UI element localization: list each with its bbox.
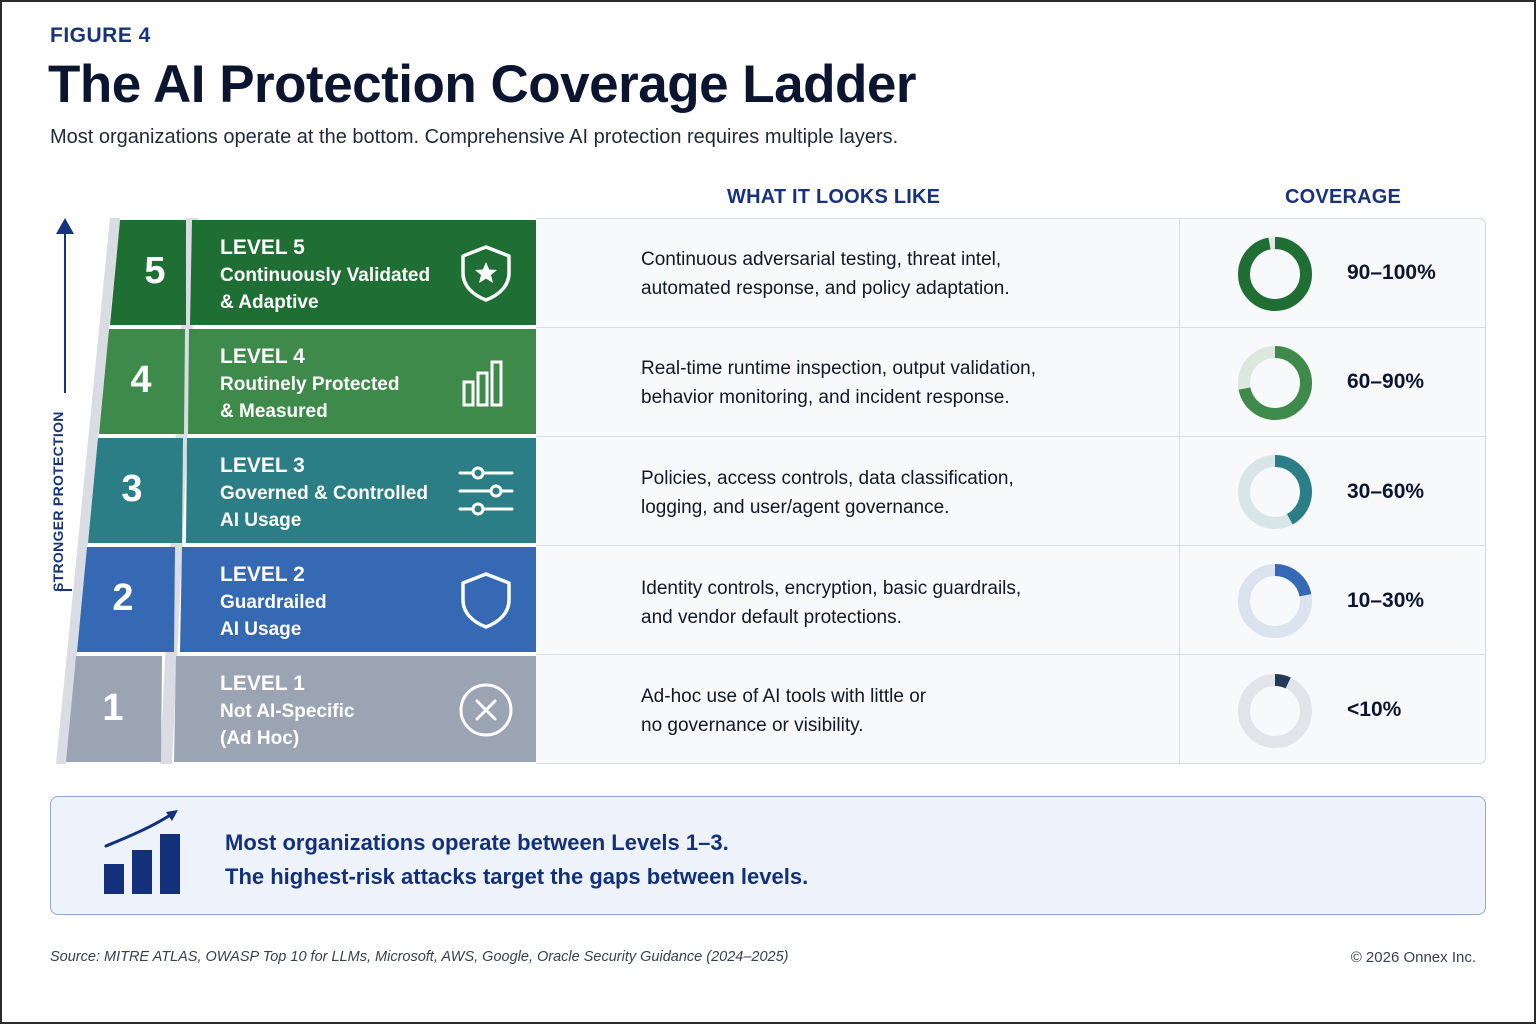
row-divider bbox=[536, 327, 1486, 328]
level-4-coverage-donut bbox=[1238, 346, 1312, 420]
donut-fill bbox=[1238, 346, 1312, 420]
level-2-desc-line2: and vendor default protections. bbox=[641, 606, 902, 628]
star-shield-icon bbox=[461, 245, 511, 302]
level-4-coverage: 60–90% bbox=[1347, 370, 1425, 393]
level-5-label: LEVEL 5 Continuously Validated & Adaptiv… bbox=[220, 234, 430, 316]
donut-fill bbox=[1238, 564, 1312, 638]
description-table bbox=[536, 218, 1486, 764]
level-4-id: LEVEL 4 bbox=[220, 345, 305, 368]
level-5-description: Continuous adversarial testing, threat i… bbox=[641, 246, 1161, 303]
axis-line bbox=[64, 352, 66, 384]
bar-chart-icon bbox=[462, 360, 503, 407]
level-2-desc-line1: Identity controls, encryption, basic gua… bbox=[641, 578, 1022, 599]
column-header-what: WHAT IT LOOKS LIKE bbox=[727, 186, 941, 208]
level-4-label: LEVEL 4 Routinely Protected & Measured bbox=[220, 343, 399, 425]
level-3-name-line1: Governed & Controlled bbox=[220, 483, 428, 504]
level-4-description: Real-time runtime inspection, output val… bbox=[641, 355, 1161, 412]
level-3-name-line2: AI Usage bbox=[220, 510, 302, 531]
callout-box bbox=[50, 796, 1486, 915]
level-5-name-line1: Continuously Validated bbox=[220, 265, 431, 286]
level-1-description: Ad-hoc use of AI tools with little or no… bbox=[641, 683, 1161, 740]
level-5-id: LEVEL 5 bbox=[220, 236, 305, 259]
level-1-coverage-donut bbox=[1238, 674, 1312, 748]
level-3-id: LEVEL 3 bbox=[220, 454, 305, 477]
level-5-desc-line2: automated response, and policy adaptatio… bbox=[641, 277, 1010, 299]
row-divider bbox=[536, 654, 1486, 655]
level-4-desc-line1: Real-time runtime inspection, output val… bbox=[641, 358, 1036, 379]
figure-label: FIGURE 4 bbox=[50, 24, 151, 47]
level-2-number: 2 bbox=[112, 577, 134, 619]
copyright: © 2026 Onnex Inc. bbox=[1350, 949, 1476, 966]
level-1-label: LEVEL 1 Not AI-Specific (Ad Hoc) bbox=[220, 670, 354, 752]
level-2-id: LEVEL 2 bbox=[220, 563, 305, 586]
donut-fill bbox=[1238, 674, 1312, 748]
level-3-coverage-donut bbox=[1238, 455, 1312, 529]
level-3-label: LEVEL 3 Governed & Controlled AI Usage bbox=[220, 452, 428, 534]
subtitle: Most organizations operate at the bottom… bbox=[50, 126, 899, 148]
level-4-name-line2: & Measured bbox=[220, 401, 328, 422]
row-divider bbox=[536, 545, 1486, 546]
level-4-number: 4 bbox=[130, 359, 152, 401]
row-divider bbox=[536, 436, 1486, 437]
level-5-name-line2: & Adaptive bbox=[220, 292, 319, 313]
level-2-name-line1: Guardrailed bbox=[220, 592, 327, 613]
level-5-coverage: 90–100% bbox=[1347, 261, 1436, 284]
level-1-name-line2: (Ad Hoc) bbox=[220, 728, 300, 749]
source-note: Source: MITRE ATLAS, OWASP Top 10 for LL… bbox=[50, 949, 789, 965]
growth-chart-icon bbox=[104, 810, 180, 894]
column-header-coverage: COVERAGE bbox=[1285, 186, 1402, 208]
level-3-number: 3 bbox=[121, 468, 143, 510]
level-2-coverage: 10–30% bbox=[1347, 589, 1425, 612]
level-1-desc-line1: Ad-hoc use of AI tools with little or bbox=[641, 686, 927, 707]
level-2-name-line2: AI Usage bbox=[220, 619, 302, 640]
level-3-desc-line1: Policies, access controls, data classifi… bbox=[641, 468, 1014, 489]
donut-track bbox=[1238, 674, 1312, 748]
level-3-description: Policies, access controls, data classifi… bbox=[641, 465, 1161, 522]
level-4-name-line1: Routinely Protected bbox=[220, 374, 400, 395]
level-2-description: Identity controls, encryption, basic gua… bbox=[641, 575, 1161, 632]
level-2-coverage-donut bbox=[1238, 564, 1312, 638]
donut-fill bbox=[1238, 237, 1312, 311]
callout-text: Most organizations operate between Level… bbox=[225, 826, 808, 894]
page-title: The AI Protection Coverage Ladder bbox=[48, 55, 917, 114]
level-2-label: LEVEL 2 Guardrailed AI Usage bbox=[220, 561, 327, 643]
level-5-coverage-donut bbox=[1238, 237, 1312, 311]
level-1-number: 1 bbox=[102, 687, 124, 729]
level-3-desc-line2: logging, and user/agent governance. bbox=[641, 496, 950, 518]
level-5-desc-line1: Continuous adversarial testing, threat i… bbox=[641, 249, 1002, 270]
level-3-coverage: 30–60% bbox=[1347, 480, 1425, 503]
x-circle-icon bbox=[459, 683, 513, 737]
level-4-desc-line2: behavior monitoring, and incident respon… bbox=[641, 386, 1010, 408]
shield-icon bbox=[461, 572, 511, 629]
level-1-id: LEVEL 1 bbox=[220, 672, 305, 695]
level-5-number: 5 bbox=[144, 250, 166, 292]
level-1-desc-line2: no governance or visibility. bbox=[641, 714, 864, 736]
callout-line2: The highest-risk attacks target the gaps… bbox=[225, 864, 809, 889]
level-1-name-line1: Not AI-Specific bbox=[220, 701, 355, 722]
donut-fill bbox=[1238, 455, 1312, 529]
callout-line1: Most organizations operate between Level… bbox=[225, 830, 729, 855]
axis-label: STRONGER PROTECTION bbox=[50, 411, 66, 592]
sliders-icon bbox=[458, 466, 514, 516]
column-divider bbox=[1179, 218, 1180, 764]
level-1-coverage: <10% bbox=[1347, 698, 1402, 721]
